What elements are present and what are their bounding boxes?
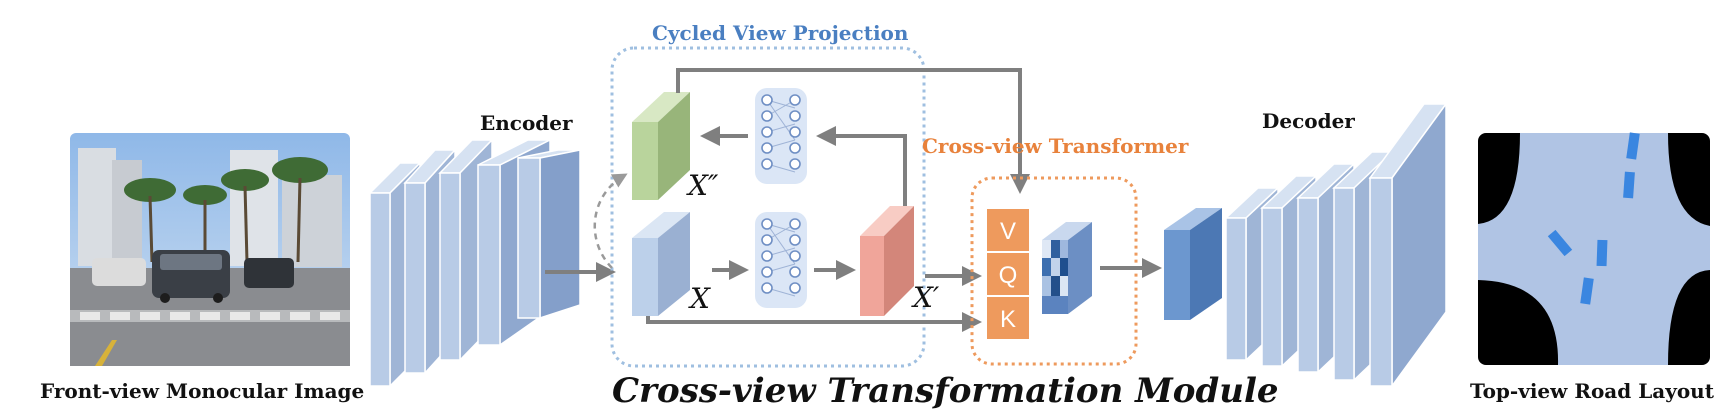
decoder-block [1164, 101, 1448, 389]
encoder-slab [517, 149, 581, 320]
cycle-dashed-arrow [593, 173, 628, 269]
encoder-block [368, 138, 581, 388]
q-symbol: Q [999, 262, 1018, 289]
q-cell [985, 251, 1031, 297]
module-title: Cross-view Transformation Module [612, 371, 1279, 411]
x-symbol: X [688, 282, 711, 315]
vehicle [1623, 171, 1635, 199]
front-view-image [70, 133, 350, 366]
vehicle [1596, 239, 1608, 267]
decoder-slab [1368, 101, 1448, 389]
decoder-input-feature [1164, 208, 1222, 320]
cycled-view-projection-box [610, 46, 926, 368]
top-view-layout [1478, 132, 1710, 365]
arrow-x-to-k [646, 312, 982, 332]
cross-view-transformer-label: Cross-view Transformer [922, 134, 1189, 158]
encoder-label: Encoder [480, 111, 573, 135]
mlp-top [755, 88, 807, 184]
cross-view-transformer-box [970, 176, 1138, 366]
attention-feature [1042, 222, 1092, 314]
v-symbol: V [1000, 218, 1016, 245]
decoder-label: Decoder [1262, 109, 1355, 133]
k-cell [985, 295, 1031, 341]
output-layout-label: Top-view Road Layout [1470, 379, 1715, 403]
x-feature [632, 212, 690, 316]
x-double-prime-symbol: X″ [686, 169, 719, 202]
mlp-bottom [755, 212, 807, 308]
vehicle [1580, 277, 1594, 305]
cycled-view-projection-label: Cycled View Projection [652, 21, 909, 45]
x-prime-symbol: X′ [911, 281, 940, 314]
vehicle [1626, 132, 1640, 160]
x-prime-feature [860, 206, 914, 316]
x-double-prime-feature [632, 92, 690, 200]
qkv-stack [985, 207, 1031, 341]
vehicle [1547, 229, 1573, 257]
arrow-x-double-prime-to-v [676, 68, 1030, 194]
input-image-label: Front-view Monocular Image [40, 379, 364, 403]
k-symbol: K [1000, 306, 1016, 333]
arrow-x-prime-to-mlp-top [816, 126, 907, 206]
